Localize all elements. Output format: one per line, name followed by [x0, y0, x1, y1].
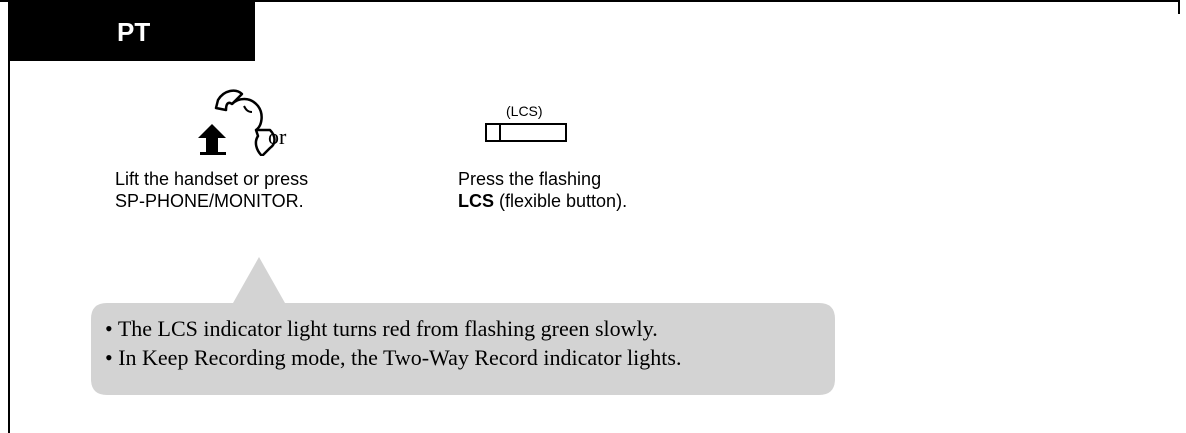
frame-left-border — [8, 0, 10, 433]
note-text: In Keep Recording mode, the Two-Way Reco… — [118, 345, 682, 370]
step2-line2-rest: (flexible button). — [494, 191, 628, 211]
section-tab: PT — [8, 0, 255, 61]
notes-list: • The LCS indicator light turns red from… — [105, 314, 825, 372]
frame-top-border — [0, 0, 1180, 2]
note-text: The LCS indicator light turns red from f… — [117, 316, 658, 341]
bullet-icon: • — [105, 345, 113, 370]
notes-callout-box — [91, 257, 835, 395]
frame-right-border — [1178, 0, 1180, 14]
note-item: • In Keep Recording mode, the Two-Way Re… — [105, 343, 825, 372]
note-item: • The LCS indicator light turns red from… — [105, 314, 825, 343]
or-separator: or — [268, 124, 287, 149]
step2-line1: Press the flashing — [458, 169, 602, 189]
handset-lift-icon — [198, 89, 276, 156]
step1-line1: Lift the handset or press — [115, 169, 309, 189]
step-lift-handset-text: Lift the handset or press SP-PHONE/MONIT… — [115, 168, 308, 212]
step1-line2: SP-PHONE/MONITOR. — [115, 191, 304, 211]
section-tab-label: PT — [117, 17, 151, 47]
step2-line2: LCS (flexible button). — [458, 190, 627, 212]
lcs-button-label: (LCS) — [506, 103, 543, 119]
flexible-button-icon — [485, 123, 567, 142]
bullet-icon: • — [105, 316, 113, 341]
step-press-lcs-text: Press the flashing LCS (flexible button)… — [458, 168, 627, 212]
step2-lcs-bold: LCS — [458, 191, 494, 211]
